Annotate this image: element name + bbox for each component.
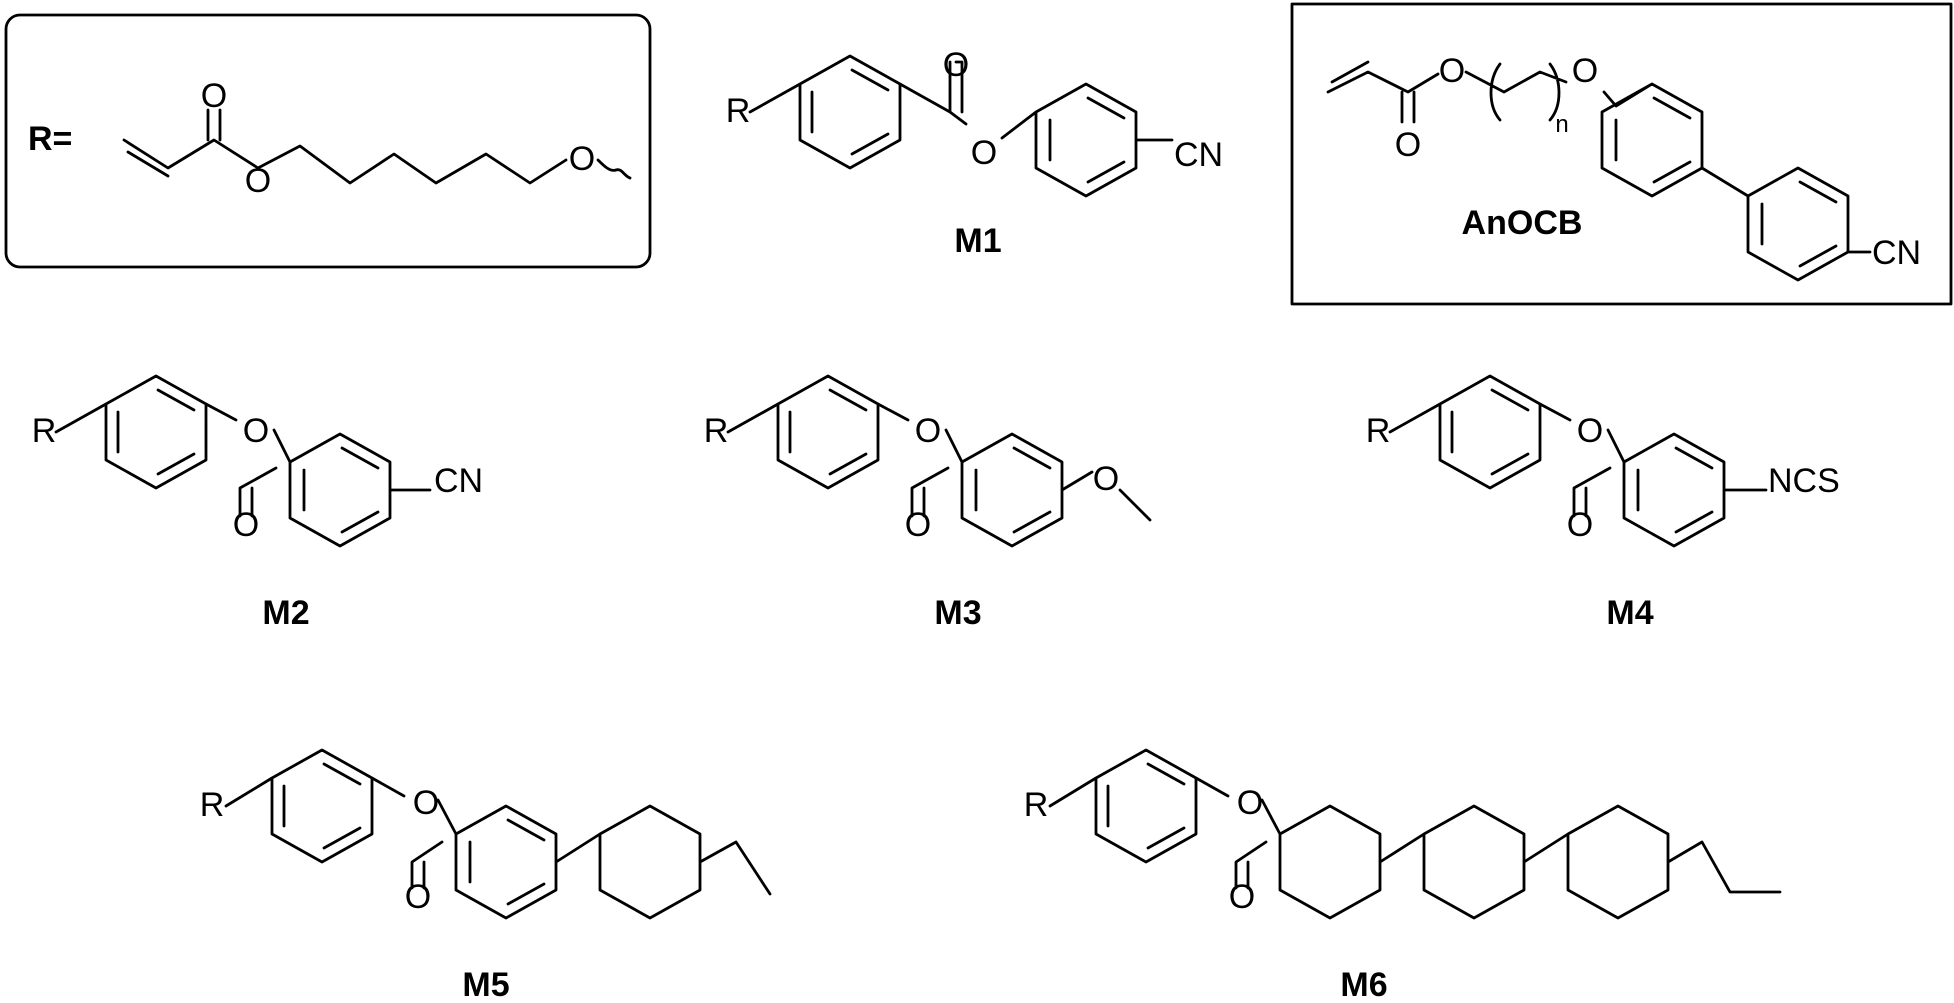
anocb-nitrile-group: CN — [1872, 234, 1921, 272]
m6-ester-oxygen: O — [1237, 784, 1263, 822]
r-definition-box: R= O O O — [4, 13, 652, 269]
m2-label: M2 — [262, 594, 309, 632]
anocb-title: AnOCB — [1462, 204, 1583, 242]
m2-nitrile-group: CN — [434, 462, 483, 500]
compound-m2: R O O CN M2 — [32, 374, 483, 632]
compound-m5: R O O M5 — [200, 748, 772, 1003]
m4-ester-oxygen: O — [1577, 412, 1603, 450]
m6-carbonyl-oxygen: O — [1229, 878, 1255, 916]
anocb-ester-oxygen: O — [1439, 52, 1465, 90]
anocb-ether-oxygen: O — [1572, 52, 1598, 90]
anocb-carbonyl-oxygen: O — [1395, 126, 1421, 164]
m3-r-substituent: R — [704, 412, 729, 450]
m2-ester-oxygen: O — [243, 412, 269, 450]
m5-r-substituent: R — [200, 786, 225, 824]
m5-ester-oxygen: O — [413, 784, 439, 822]
r-carbonyl-oxygen: O — [201, 77, 227, 115]
compound-m4: R O O NCS M4 — [1366, 374, 1840, 632]
m4-isothiocyanate-group: NCS — [1768, 462, 1840, 500]
anocb-reference-box: O O O n CN AnOCB — [1290, 2, 1953, 306]
m6-r-substituent: R — [1024, 786, 1049, 824]
m4-r-substituent: R — [1366, 412, 1391, 450]
m1-label: M1 — [954, 222, 1001, 260]
anocb-repeat-subscript: n — [1555, 111, 1568, 138]
m6-label: M6 — [1340, 966, 1387, 1003]
r-ether-oxygen: O — [569, 140, 595, 178]
m1-r-substituent: R — [726, 92, 751, 130]
compound-m1: R O O CN M1 — [726, 46, 1223, 260]
compound-m6: R O O M6 — [1024, 748, 1782, 1003]
m3-methoxy-oxygen: O — [1093, 460, 1119, 498]
m1-carbonyl-oxygen: O — [943, 46, 969, 84]
m1-nitrile-group: CN — [1174, 136, 1223, 174]
m1-ester-oxygen: O — [971, 134, 997, 172]
m2-carbonyl-oxygen: O — [233, 506, 259, 544]
m3-carbonyl-oxygen: O — [905, 506, 931, 544]
anocb-frame — [1290, 2, 1953, 306]
m5-label: M5 — [462, 966, 509, 1003]
m3-label: M3 — [934, 594, 981, 632]
m5-carbonyl-oxygen: O — [405, 878, 431, 916]
m4-carbonyl-oxygen: O — [1567, 506, 1593, 544]
r-definition-label: R= — [28, 120, 72, 158]
m2-r-substituent: R — [32, 412, 57, 450]
m4-label: M4 — [1606, 594, 1653, 632]
compound-m3: R O O O M3 — [704, 374, 1152, 632]
r-definition-frame — [4, 13, 652, 269]
r-group-structure — [122, 108, 632, 185]
r-ester-oxygen: O — [245, 162, 271, 200]
m3-ester-oxygen: O — [915, 412, 941, 450]
